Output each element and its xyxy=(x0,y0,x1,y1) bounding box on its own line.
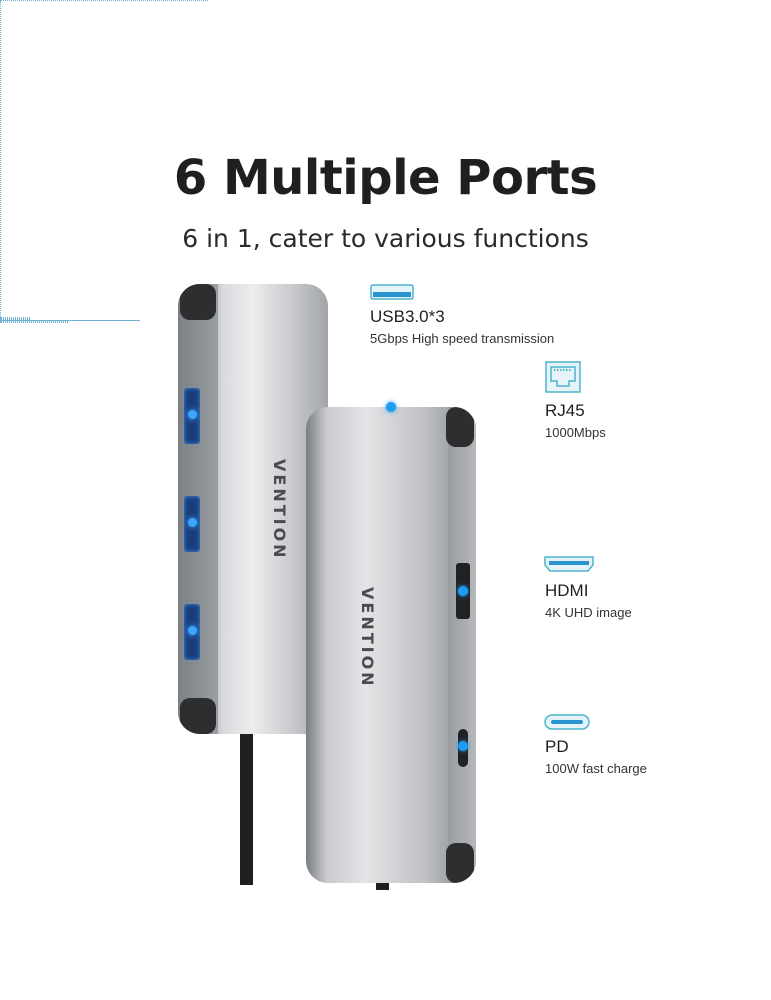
usb-hub-product: VENTION xyxy=(178,284,328,734)
hub-end-cap-bottom xyxy=(446,843,474,883)
cable-hub1 xyxy=(240,725,253,885)
port-label-hdmi: HDMI 4K UHD image xyxy=(545,581,632,620)
leader-line-usb-3 xyxy=(0,319,30,320)
hdmi-marker-dot xyxy=(458,586,468,596)
port-description: 5Gbps High speed transmission xyxy=(370,331,555,346)
port-label-usb: USB3.0*3 5Gbps High speed transmission xyxy=(370,307,554,346)
port-name: RJ45 xyxy=(545,401,585,420)
leader-line-usb-vertical xyxy=(0,1,1,317)
leader-line-usb-1 xyxy=(0,317,30,318)
ethernet-hub-product: VENTION xyxy=(306,407,476,883)
usb-c-icon xyxy=(544,714,590,730)
ethernet-icon xyxy=(545,361,581,393)
usb-port-2 xyxy=(184,496,200,552)
usb-port-3 xyxy=(184,604,200,660)
brand-logo: VENTION xyxy=(270,459,289,561)
leader-line-pd xyxy=(0,322,68,323)
leader-line-rj45 xyxy=(0,320,140,321)
port-name: HDMI xyxy=(545,581,589,600)
port-name: PD xyxy=(545,737,569,756)
usb-port-1 xyxy=(184,388,200,444)
rj45-marker-dot xyxy=(386,402,396,412)
hub-end-cap-top xyxy=(180,284,216,320)
port-description: 100W fast charge xyxy=(545,761,647,776)
page-subtitle: 6 in 1, cater to various functions xyxy=(182,224,589,253)
hdmi-icon xyxy=(544,556,594,572)
hub-end-cap-bottom xyxy=(180,698,216,734)
usb-a-icon xyxy=(370,284,414,300)
port-name: USB3.0*3 xyxy=(370,307,445,326)
leader-line-usb xyxy=(0,0,208,1)
hub-end-cap-top xyxy=(446,407,474,447)
port-label-pd: PD 100W fast charge xyxy=(545,737,647,776)
hub-side-panel xyxy=(448,407,476,883)
leader-line-hdmi xyxy=(0,321,68,322)
port-description: 1000Mbps xyxy=(545,425,606,440)
port-label-rj45: RJ45 1000Mbps xyxy=(545,401,606,440)
port-description: 4K UHD image xyxy=(545,605,632,620)
brand-logo: VENTION xyxy=(358,587,377,689)
page-title: 6 Multiple Ports xyxy=(173,150,598,206)
pd-marker-dot xyxy=(458,741,468,751)
leader-line-usb-2 xyxy=(0,318,30,319)
